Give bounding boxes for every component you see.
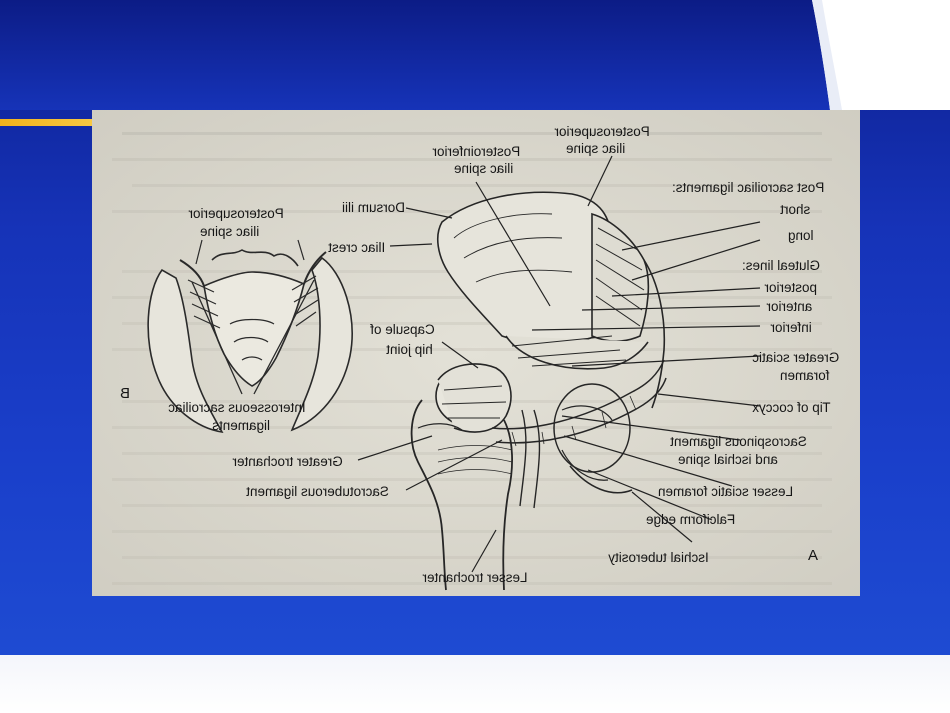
label-b-posterosuperior-iliac-spine-line1: Posterosuperior (188, 206, 284, 221)
label-falciform-edge: Falciform edge (646, 512, 735, 527)
anatomical-figure: B A Posterosuperior iliac spine Posteroi… (92, 110, 860, 596)
label-post-sacroiliac-ligaments: Post sacroiliac ligaments: (672, 180, 824, 195)
figure-labels: B A Posterosuperior iliac spine Posteroi… (120, 124, 839, 585)
panel-label-a: A (808, 547, 818, 564)
label-greater-trochanter: Greater trochanter (232, 454, 343, 469)
label-posterosuperior-iliac-spine-line1: Posterosuperior (554, 124, 650, 139)
label-gluteal-lines: Gluteal lines: (742, 258, 820, 273)
label-posteroinferior-iliac-spine-line2: iliac spine (454, 161, 513, 176)
label-short: short (780, 202, 810, 217)
label-capsule-of-hip-joint-line1: Capsule of (370, 322, 435, 337)
label-dorsum-ilii: Dorsum ilii (342, 200, 405, 215)
label-capsule-of-hip-joint-line2: hip joint (386, 342, 433, 357)
label-iliac-crest: Iliac crest (328, 240, 385, 255)
pelvis-diagram-b (147, 239, 353, 434)
label-posteroinferior-iliac-spine-line1: Posteroinferior (432, 144, 520, 159)
header-wave-shape (0, 0, 950, 110)
label-tip-of-coccyx: Tip of coccyx (752, 400, 831, 415)
label-ischial-tuberosity: Ischial tuberosity (608, 550, 709, 565)
slide-header-band (0, 0, 950, 110)
accent-bar (0, 119, 92, 126)
label-posterior: posterior (764, 280, 817, 295)
label-lesser-sciatic-foramen: Lesser sciatic foramen (658, 484, 793, 499)
slide-footer-band (0, 655, 950, 713)
label-long: long (788, 228, 814, 243)
hip-diagram-a (410, 191, 667, 591)
panel-label-b: B (120, 385, 130, 402)
label-interosseous-sacroiliac-ligaments-line1: Interosseous sacroiliac (168, 400, 306, 415)
label-greater-sciatic-foramen-line2: foramen (780, 368, 830, 383)
label-sacrospinous-ligament-line2: and ischial spine (678, 452, 778, 467)
label-anterior: anterior (766, 299, 812, 314)
label-inferior: inferior (770, 320, 812, 335)
label-sacrospinous-ligament-line1: Sacrospinous ligament (670, 434, 807, 449)
label-interosseous-sacroiliac-ligaments-line2: ligaments (212, 418, 270, 433)
anatomy-drawing: B A Posterosuperior iliac spine Posteroi… (92, 110, 860, 596)
label-greater-sciatic-foramen-line1: Greater sciatic (752, 350, 839, 365)
label-lesser-trochanter: Lesser trochanter (422, 570, 528, 585)
label-b-posterosuperior-iliac-spine-line2: iliac spine (200, 224, 259, 239)
label-leader-lines (357, 155, 761, 573)
label-sacrotuberous-ligament: Sacrotuberous ligament (246, 484, 389, 499)
label-posterosuperior-iliac-spine-line2: iliac spine (566, 141, 625, 156)
